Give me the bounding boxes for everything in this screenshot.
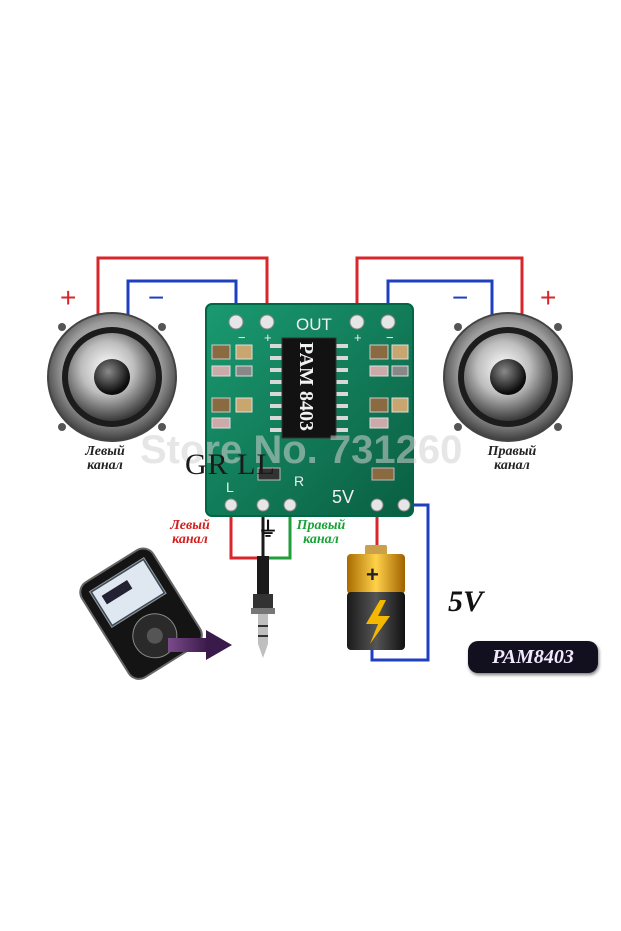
board-l-label: L	[226, 479, 234, 495]
board-5v-label: 5V	[332, 487, 354, 507]
right-plus-sign: +	[540, 282, 556, 313]
audio-jack-icon	[251, 556, 275, 658]
svg-text:+: +	[264, 330, 272, 345]
left-plus-sign: +	[60, 282, 76, 313]
right-speaker-label-line1: Правый	[487, 444, 537, 459]
board-r-label: R	[294, 473, 304, 489]
store-watermark: Store No. 731260	[140, 428, 463, 472]
right-minus-sign: −	[452, 282, 468, 313]
input-left-label: Левый канал	[160, 519, 220, 547]
board-brand-overlay: GR LL	[185, 448, 276, 481]
wire-input-red	[229, 505, 260, 560]
pam8403-badge-text: PAM8403	[492, 646, 574, 668]
right-speaker-label-line2: канал	[494, 458, 530, 473]
pam8403-chip	[281, 337, 337, 439]
wires-left-speaker	[96, 256, 269, 320]
battery-icon: +	[347, 545, 405, 650]
speaker-left-icon	[47, 312, 177, 442]
board-out-label: OUT	[296, 315, 332, 334]
chip-label: PAM 8403	[295, 342, 317, 431]
wire-left-blue	[126, 279, 238, 320]
svg-text:+: +	[354, 330, 362, 345]
left-speaker-label-line2: канал	[87, 458, 123, 473]
input-left-label-line1: Левый	[170, 518, 210, 533]
wires-right-speaker	[355, 256, 524, 320]
speaker-right-icon	[443, 312, 573, 442]
left-speaker-label: Левый канал	[70, 445, 140, 473]
wire-right-blue	[386, 279, 494, 320]
svg-text:−: −	[386, 330, 394, 345]
wire-power-blue	[370, 503, 430, 662]
amplifier-board: − + + − OUT PAM 840	[205, 303, 414, 517]
input-left-label-line2: канал	[172, 532, 208, 547]
wire-input-green	[266, 505, 292, 560]
left-speaker-label-line1: Левый	[85, 444, 125, 459]
input-right-label: Правый канал	[286, 519, 356, 547]
right-speaker-label: Правый канал	[472, 445, 552, 473]
pam8403-badge: PAM8403	[468, 641, 598, 673]
svg-text:+: +	[366, 562, 379, 587]
arrow-right-icon	[168, 630, 232, 660]
mp3-player-icon	[79, 547, 203, 680]
input-right-label-line2: канал	[303, 532, 339, 547]
input-right-label-line1: Правый	[296, 518, 346, 533]
ground-symbol-icon: ⏚	[258, 519, 278, 541]
left-minus-sign: −	[148, 282, 164, 313]
svg-text:−: −	[238, 330, 246, 345]
wire-right-red	[355, 256, 524, 320]
voltage-label: 5V	[448, 585, 484, 618]
wire-left-red	[96, 256, 269, 320]
